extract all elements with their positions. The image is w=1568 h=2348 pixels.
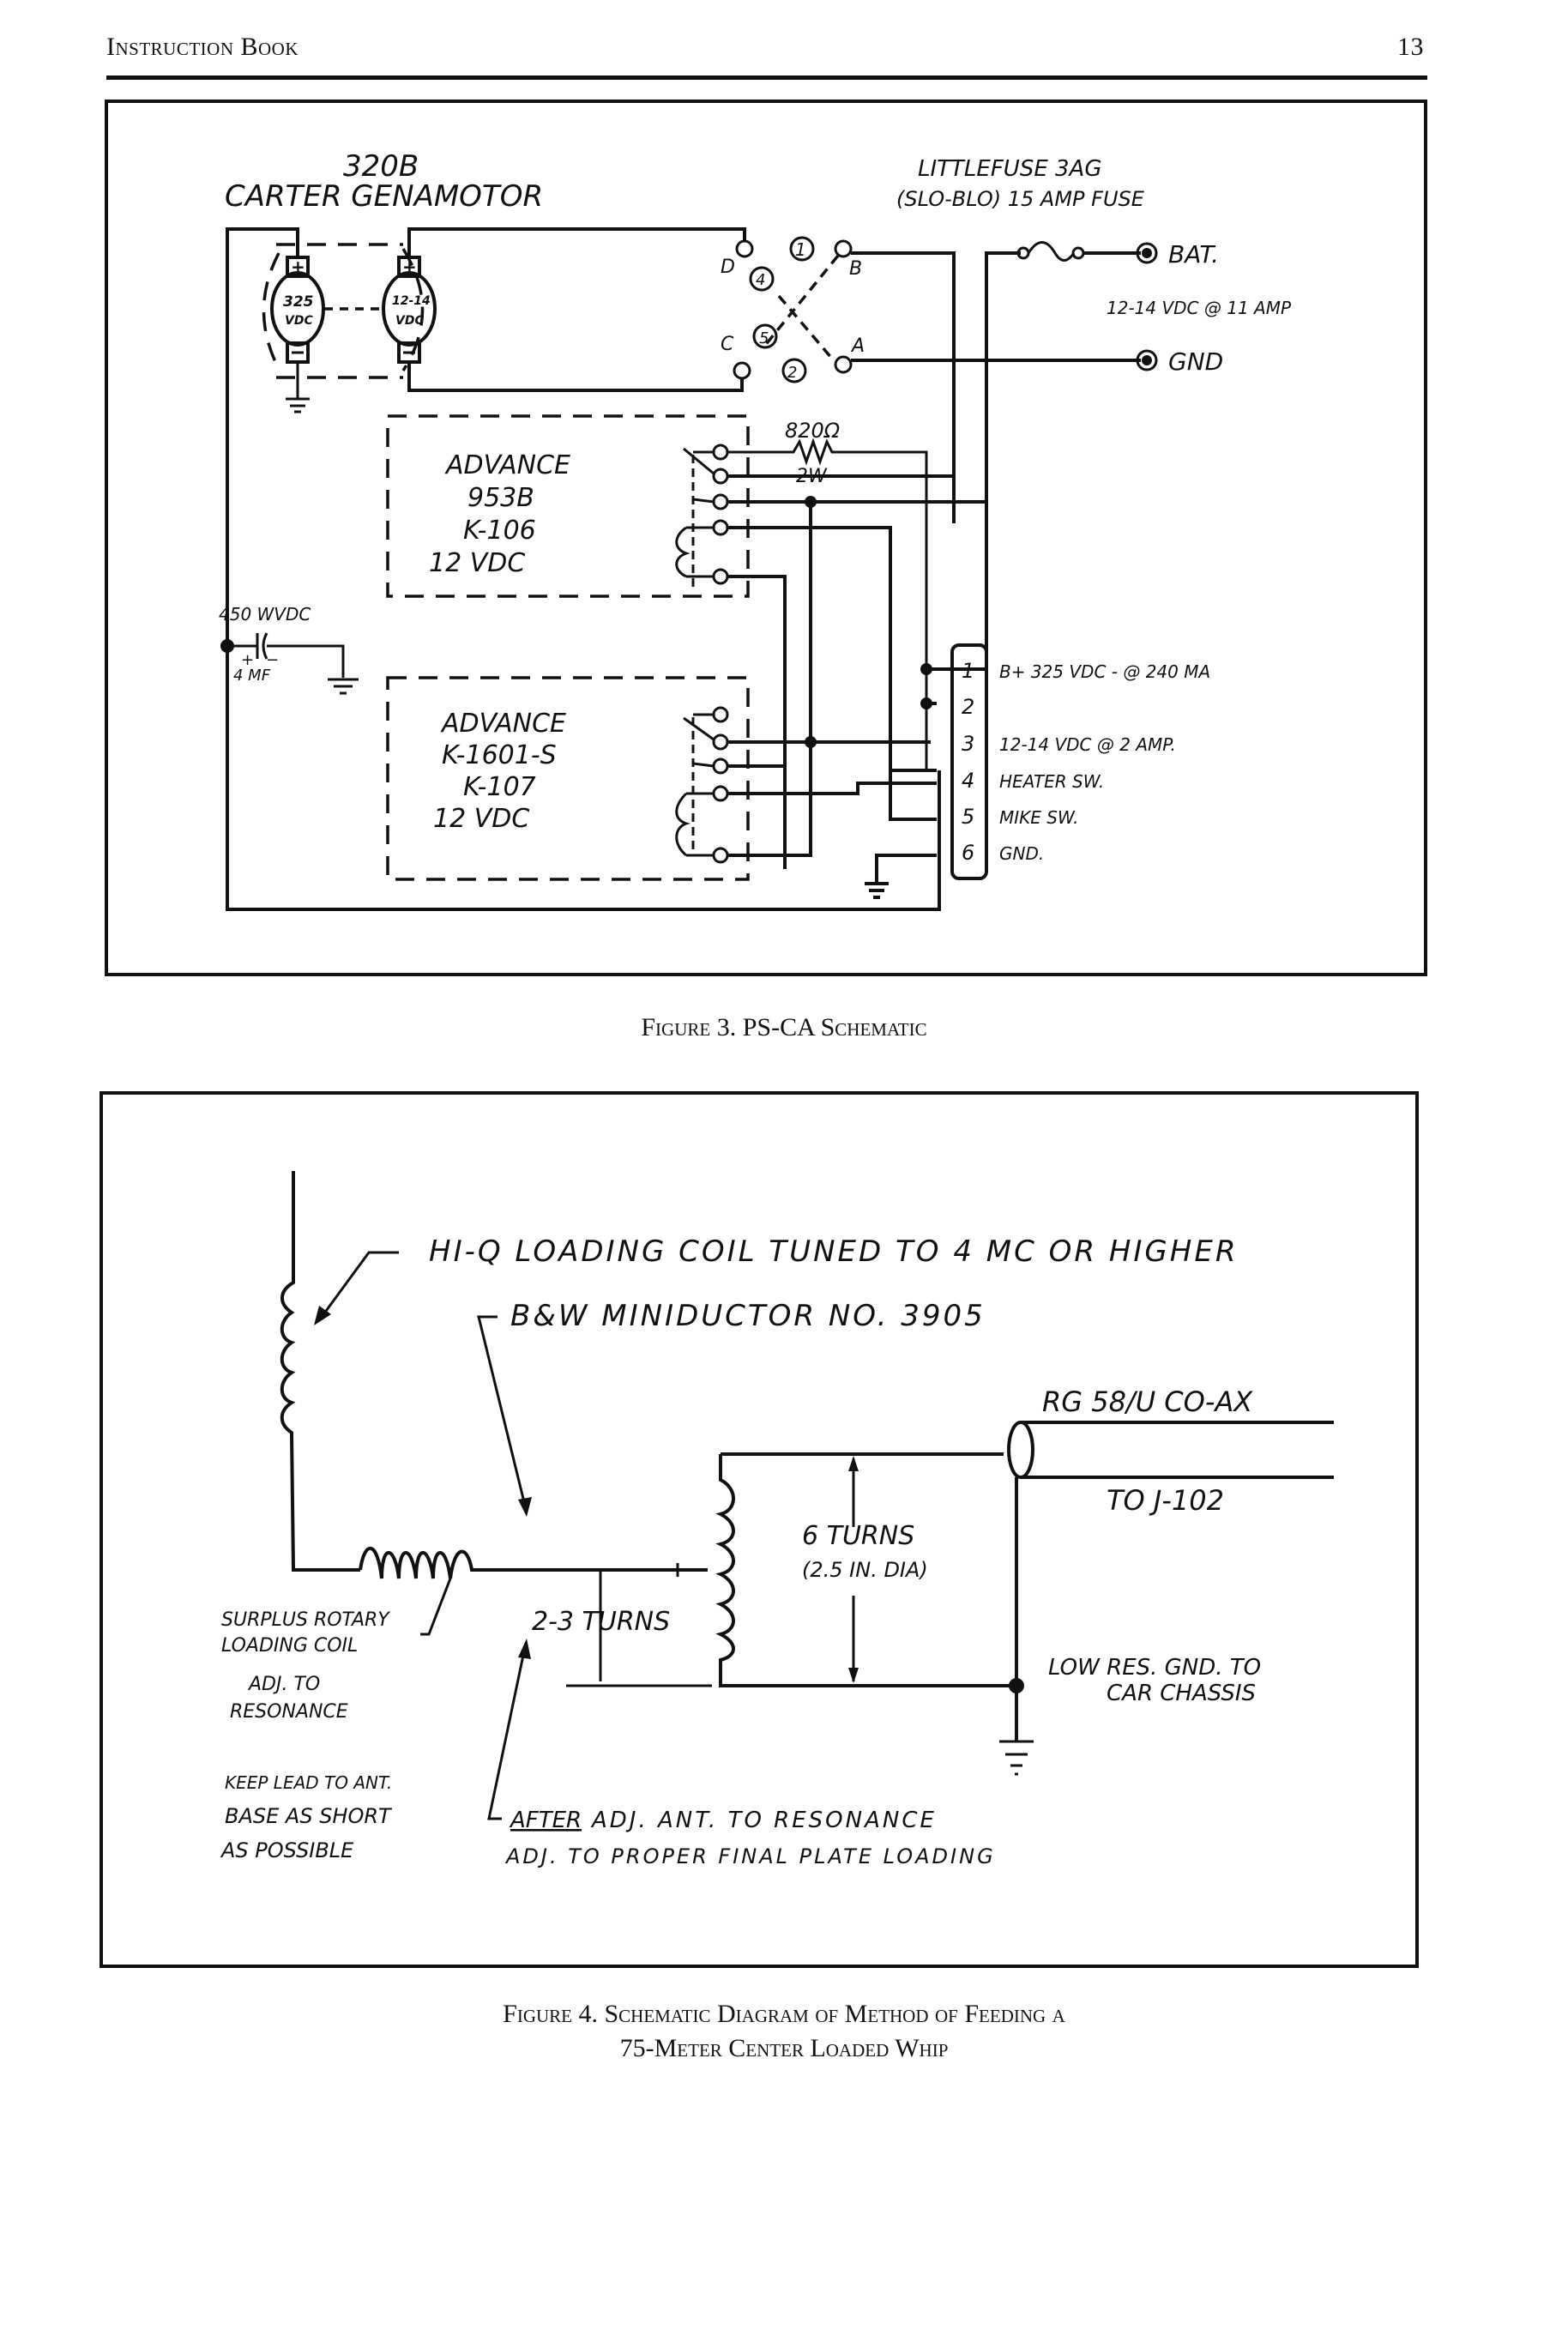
header-rule (106, 75, 1427, 80)
bat-terminal-icon (1136, 242, 1158, 264)
pin-1-number: 1 (962, 659, 974, 683)
relay-coil-icon (675, 792, 714, 857)
ground-symbol (286, 362, 310, 413)
hiq-coil-label: HI-Q LOADING COIL TUNED TO 4 MC OR HIGHE… (429, 1234, 1238, 1269)
generator-voltage: 325 (283, 293, 314, 311)
after-word: AFTER (509, 1808, 582, 1833)
bat-label: BAT. (1168, 240, 1219, 269)
pin-5-label: MIKE SW. (999, 807, 1078, 828)
figure-4-schematic: HI-Q LOADING COIL TUNED TO 4 MC OR HIGHE… (220, 1171, 1334, 1868)
relay2-line4: 12 VDC (433, 804, 529, 834)
keep-lead-line3: AS POSSIBLE (220, 1838, 354, 1862)
relay1-line3: K-106 (463, 516, 536, 546)
terminal-a: A (850, 335, 865, 357)
to-j102-label: TO J-102 (1107, 1484, 1224, 1517)
six-turns-label: 6 TURNS (802, 1521, 914, 1551)
relay1-line1: ADVANCE (444, 450, 570, 480)
fuse-label-line2: (SLO-BLO) 15 AMP FUSE (896, 187, 1145, 211)
svg-text:+: + (241, 651, 254, 669)
figure-3-caption: Figure 3. PS-CA Schematic (641, 1013, 927, 1041)
fuse-icon (1016, 241, 1085, 262)
figure-3-schematic: 320B CARTER GENAMOTOR + + 325 VDC 12-14 … (219, 149, 1292, 911)
adj-resonance-line1: ADJ. TO (247, 1674, 320, 1695)
relay1-line4: 12 VDC (429, 548, 525, 578)
switch-pos-1: 1 (795, 239, 806, 260)
miniductor-label: B&W MINIDUCTOR NO. 3905 (510, 1299, 986, 1333)
terminal-b: B (849, 258, 862, 280)
pin-5-number: 5 (962, 805, 974, 829)
figure-3-frame (105, 100, 1427, 976)
switch-pos-4: 4 (756, 271, 765, 289)
figure-4-frame (100, 1091, 1419, 1968)
terminal-d: D (721, 257, 735, 278)
pin-2-number: 2 (962, 695, 974, 719)
fuse-label-line1: LITTLEFUSE 3AG (918, 156, 1102, 182)
miniductor-coil-icon (715, 1454, 1016, 1687)
svg-text:+: + (402, 257, 417, 277)
motor-voltage: 12-14 (392, 294, 431, 308)
relay2-line2: K-1601-S (442, 740, 557, 770)
two-three-turns-label: 2-3 TURNS (532, 1607, 670, 1637)
relay2-line1: ADVANCE (440, 709, 566, 739)
relay-coil-icon (675, 526, 714, 578)
figure-4-caption-line1: Figure 4. Schematic Diagram of Method of… (503, 2000, 1065, 2028)
switch-pos-5: 5 (759, 329, 769, 347)
changeover-switch: 1 4 5 2 D B C A (721, 236, 865, 383)
capacitor-value: 4 MF (233, 667, 271, 685)
switch-pos-2: 2 (787, 364, 797, 382)
pin-6-number: 6 (962, 841, 974, 865)
ground-symbol (999, 1740, 1034, 1776)
relay-k107: ADVANCE K-1601-S K-107 12 VDC (386, 676, 750, 881)
relay1-line2: 953B (467, 483, 534, 513)
gnd-label: GND (1168, 347, 1223, 376)
pin-6-label: GND. (999, 843, 1044, 864)
motor-unit: VDC (395, 314, 424, 328)
coil-diameter-label: (2.5 IN. DIA) (802, 1558, 928, 1582)
generator-unit: VDC (285, 314, 313, 328)
genamotor-name: CARTER GENAMOTOR (225, 179, 543, 214)
genamotor: + + 325 VDC 12-14 VDC (262, 243, 437, 413)
running-header-title: Instruction Book (106, 33, 299, 61)
low-res-gnd-line2: CAR CHASSIS (1107, 1681, 1256, 1706)
capacitor-voltage: 450 WVDC (219, 604, 311, 625)
surplus-label-line1: SURPLUS ROTARY (221, 1609, 390, 1631)
genamotor-model: 320B (343, 149, 419, 184)
low-res-gnd-line1: LOW RES. GND. TO (1048, 1655, 1261, 1681)
pin-3-label: 12-14 VDC @ 2 AMP. (999, 734, 1176, 755)
proper-loading-note: ADJ. TO PROPER FINAL PLATE LOADING (504, 1844, 996, 1868)
hi-q-loading-coil-icon (280, 1171, 360, 1572)
resistor-icon (727, 438, 928, 770)
adj-resonance-line2: RESONANCE (230, 1701, 348, 1723)
output-connector: 1 2 3 4 5 6 B+ 325 VDC - @ 240 MA 12-14 … (950, 643, 1210, 880)
pin-1-label: B+ 325 VDC - @ 240 MA (999, 661, 1210, 682)
relay2-line3: K-107 (463, 772, 536, 802)
after-adj-note: ADJ. ANT. TO RESONANCE (590, 1808, 937, 1833)
resistor-value: 820Ω (785, 419, 841, 443)
terminal-c: C (721, 334, 734, 355)
gnd-terminal-icon (1136, 349, 1158, 371)
svg-text:+: + (291, 257, 305, 277)
pin-4-number: 4 (962, 769, 974, 793)
figure-4-caption-line2: 75-Meter Center Loaded Whip (619, 2034, 949, 2062)
page-number: 13 (1397, 33, 1424, 61)
relay-k106: ADVANCE 953B K-106 12 VDC (386, 414, 750, 598)
battery-rating: 12-14 VDC @ 11 AMP (1107, 298, 1292, 318)
surplus-rotary-coil-icon (359, 1547, 708, 1579)
coax-connector-icon (1007, 1421, 1034, 1479)
ground-symbol (865, 854, 937, 899)
capacitor-icon: 450 WVDC + − 4 MF (219, 604, 359, 695)
svg-text:−: − (266, 651, 279, 669)
surplus-label-line2: LOADING COIL (221, 1635, 358, 1657)
motor-12v-icon (382, 271, 437, 347)
keep-lead-line1: KEEP LEAD TO ANT. (225, 1772, 392, 1793)
pin-4-label: HEATER SW. (999, 771, 1104, 792)
pin-3-number: 3 (962, 732, 974, 756)
keep-lead-line2: BASE AS SHORT (225, 1804, 393, 1828)
coax-label: RG 58/U CO-AX (1042, 1385, 1253, 1418)
